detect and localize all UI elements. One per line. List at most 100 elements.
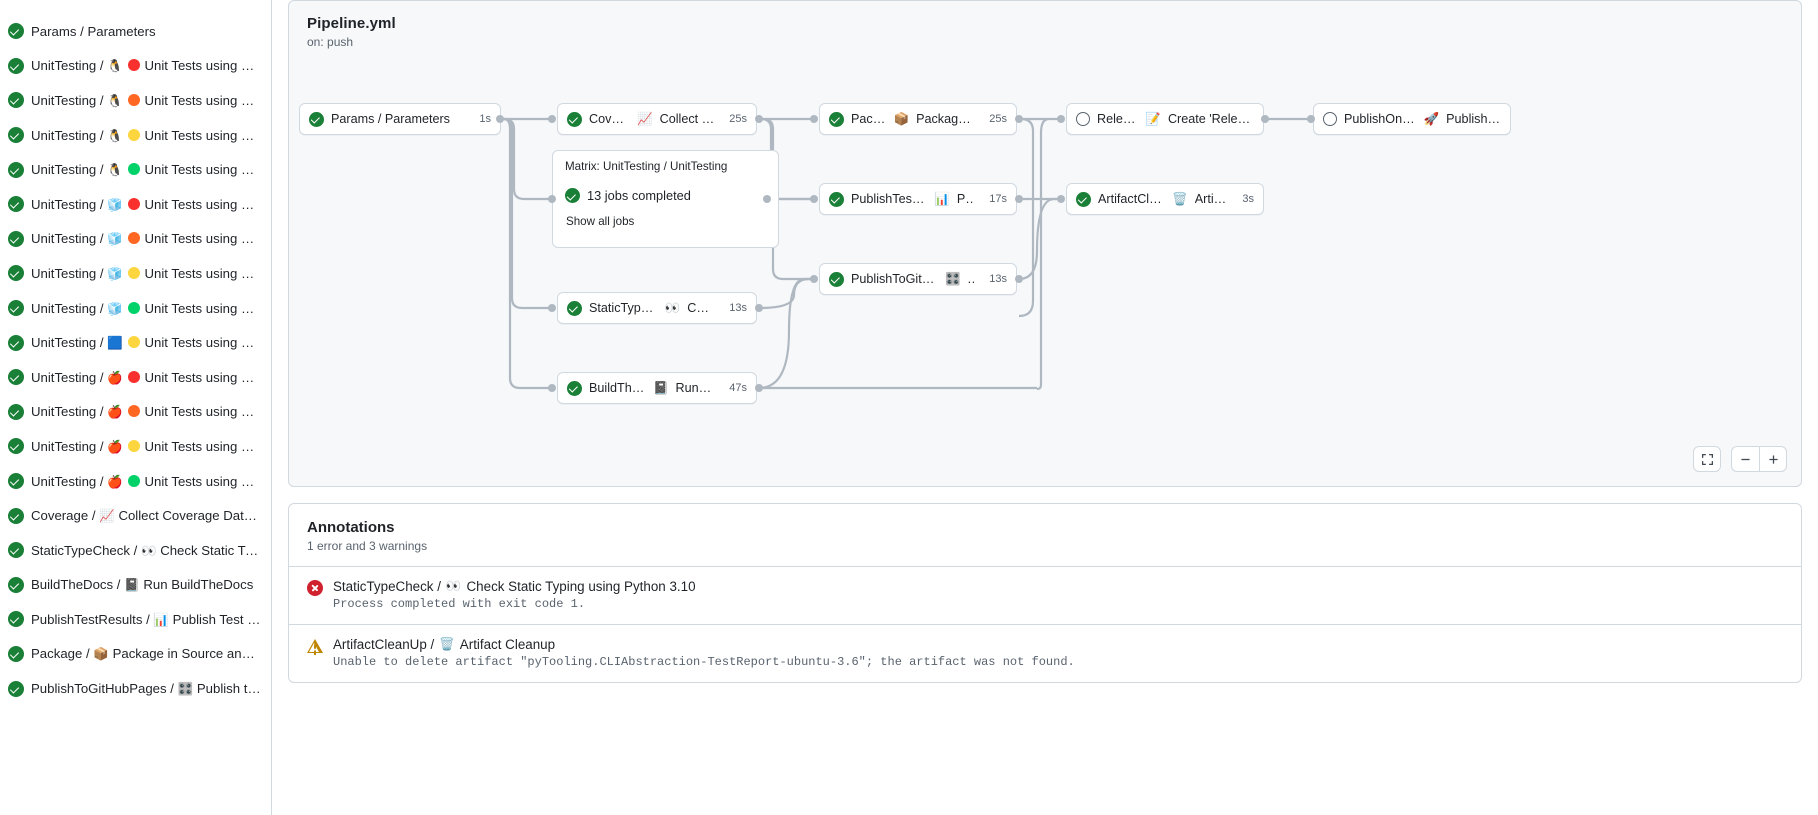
sidebar-job-label: PublishTestResults / 📊 Publish Test Resu… [31,612,261,627]
main-content: Pipeline.yml on: push [272,0,1818,815]
graph-node-publishtogithubpages[interactable]: PublishToGitHubPages / 🎛️ ... 13s [819,263,1017,295]
graph-node-params[interactable]: Params / Parameters 1s [299,103,501,135]
matrix-summary-row[interactable]: 13 jobs completed [565,188,766,203]
check-success-icon [8,542,24,559]
node-label: BuildTheDocs / [589,381,646,395]
sidebar-job-label: UnitTesting / 🧊 Unit Tests using Pyth... [31,197,261,212]
edge-port [1015,275,1023,283]
edge-port [548,195,556,203]
sidebar-job-item[interactable]: UnitTesting / 🧊 Unit Tests using Pyth... [0,187,271,222]
job-emoji-icon: 🎛️ [177,682,194,697]
sidebar-job-label: UnitTesting / 🧊 Unit Tests using Pyth... [31,301,261,316]
annotation-job-name: Artifact Cleanup [459,637,556,652]
workflow-trigger: on: push [307,35,354,49]
sidebar-job-item[interactable]: UnitTesting / 🍎 Unit Tests using Pyth... [0,395,271,430]
graph-node-package[interactable]: Package / 📦 Package in So... 25s [819,103,1017,135]
sidebar-job-name: Unit Tests using Pyth... [144,404,261,420]
sidebar-job-item[interactable]: UnitTesting / 🐧 Unit Tests using Pyth... [0,118,271,153]
zoom-button-group[interactable] [1731,446,1787,472]
sidebar-job-prefix: UnitTesting / [31,58,108,74]
sidebar-job-label: UnitTesting / 🐧 Unit Tests using Pyth... [31,128,261,143]
edge-port [755,384,763,392]
fullscreen-button[interactable] [1693,446,1721,472]
sidebar-job-label: UnitTesting / 🐧 Unit Tests using Pyth... [31,162,261,177]
sidebar-job-item[interactable]: UnitTesting / 🧊 Unit Tests using Pyth... [0,291,271,326]
graph-canvas[interactable]: Matrix: UnitTesting / UnitTesting 13 job… [289,1,1801,486]
node-label-2: Collect Cove... [659,112,715,126]
graph-node-release[interactable]: Release / 📝 Create 'Release P... [1066,103,1264,135]
sidebar-job-label: UnitTesting / 🐧 Unit Tests using Pyth... [31,93,261,108]
edge-port [763,195,771,203]
sidebar-job-name: Unit Tests using Pyth... [144,473,261,489]
sidebar-job-item[interactable]: UnitTesting / 🧊 Unit Tests using Pyth... [0,256,271,291]
sidebar-job-prefix: UnitTesting / [31,335,108,351]
sidebar-job-item[interactable]: UnitTesting / 🐧 Unit Tests using Pyth... [0,83,271,118]
minus-icon [1741,458,1750,460]
sidebar-job-prefix: Coverage / [31,508,100,524]
node-label-2: Pu... [956,192,974,206]
graph-zoom-controls[interactable] [1693,446,1787,472]
sidebar-job-prefix: StaticTypeCheck / [31,542,141,558]
sidebar-job-name: Unit Tests using Pyth... [144,300,261,316]
job-emoji-icon: 🍎 [107,474,123,489]
sidebar-job-name: Check Static Typing... [160,542,261,558]
sidebar-job-item[interactable]: UnitTesting / 🧊 Unit Tests using Pyth... [0,222,271,257]
sidebar-job-name: Unit Tests using Pyth... [144,162,261,178]
graph-node-publishtestresults[interactable]: PublishTestResults / 📊 Pu... 17s [819,183,1017,215]
matrix-group-unittesting[interactable]: Matrix: UnitTesting / UnitTesting 13 job… [552,150,779,248]
job-emoji-icon: 🐧 [107,59,123,74]
job-emoji-icon: 🧊 [107,232,123,247]
sidebar-job-item[interactable]: StaticTypeCheck / 👀 Check Static Typing.… [0,533,271,568]
sidebar-job-name: Unit Tests using Pyth... [144,92,261,108]
annotation-job-prefix: ArtifactCleanUp / [333,637,435,652]
workflow-graph-card[interactable]: Pipeline.yml on: push [288,0,1802,487]
graph-node-statictypecheck[interactable]: StaticTypeCheck / 👀 Chec... 13s [557,292,757,324]
sidebar-job-item[interactable]: UnitTesting / 🐧 Unit Tests using Pyth... [0,152,271,187]
show-all-jobs-link[interactable]: Show all jobs [566,215,635,228]
edge-port [1015,115,1023,123]
node-duration: 1s [479,113,491,125]
sidebar-job-prefix: UnitTesting / [31,231,108,247]
zoom-out-button[interactable] [1731,446,1759,472]
sidebar-job-item[interactable]: UnitTesting / 🐧 Unit Tests using Pyth... [0,49,271,84]
sidebar-job-item[interactable]: Package / 📦 Package in Source and Wh... [0,637,271,672]
graph-node-coverage[interactable]: Coverage / 📈 Collect Cove... 25s [557,103,757,135]
sidebar-job-item[interactable]: PublishTestResults / 📊 Publish Test Resu… [0,602,271,637]
node-label-2: Chec... [687,301,714,315]
sidebar-job-item[interactable]: PublishToGitHubPages / 🎛️ Publish to G..… [0,671,271,706]
sidebar-job-label: Params / Parameters [31,24,156,39]
job-emoji-icon: 📦 [93,647,109,662]
sidebar-job-item[interactable]: Params / Parameters [0,14,271,49]
check-success-icon [8,57,24,74]
control-knobs-icon: 🎛️ [944,271,961,286]
node-label: StaticTypeCheck / [589,301,658,315]
check-success-icon [8,334,24,351]
python-version-dot-icon [128,474,141,487]
check-success-icon [8,127,24,144]
edge-port [755,304,763,312]
sidebar-job-item[interactable]: UnitTesting / 🍎 Unit Tests using Pyth... [0,464,271,499]
sidebar-job-prefix: UnitTesting / [31,404,108,420]
sidebar-job-item[interactable]: UnitTesting / 🍎 Unit Tests using Pyth... [0,429,271,464]
graph-node-publishonpypi[interactable]: PublishOnPyPI / 🚀 Publish to ... [1313,103,1511,135]
annotations-count: 1 error and 3 warnings [307,539,428,553]
node-duration: 13s [729,302,747,314]
edge-port [548,304,556,312]
sidebar-job-name: Unit Tests using Pyth... [144,231,261,247]
pending-circle-icon [1323,112,1337,126]
sidebar-job-name: Parameters [87,23,156,39]
job-emoji-icon: 🧊 [107,301,123,316]
matrix-label: Matrix: UnitTesting / UnitTesting [565,160,728,173]
sidebar-job-item[interactable]: BuildTheDocs / 📓 Run BuildTheDocs [0,568,271,603]
sidebar-job-item[interactable]: UnitTesting / 🍎 Unit Tests using Pyth... [0,360,271,395]
graph-node-buildthedocs[interactable]: BuildTheDocs / 📓 Run Buil... 47s [557,372,757,404]
check-success-icon [8,611,24,628]
eyes-icon: 👀 [445,579,462,594]
graph-node-artifactcleanup[interactable]: ArtifactCleanUp / 🗑️ Artifac... 3s [1066,183,1264,215]
sidebar-job-item[interactable]: UnitTesting / 🟦 Unit Tests using Pyth... [0,325,271,360]
sidebar-job-item[interactable]: Coverage / 📈 Collect Coverage Data usi..… [0,498,271,533]
workflow-title: Pipeline.yml [307,15,396,32]
zoom-in-button[interactable] [1759,446,1787,472]
